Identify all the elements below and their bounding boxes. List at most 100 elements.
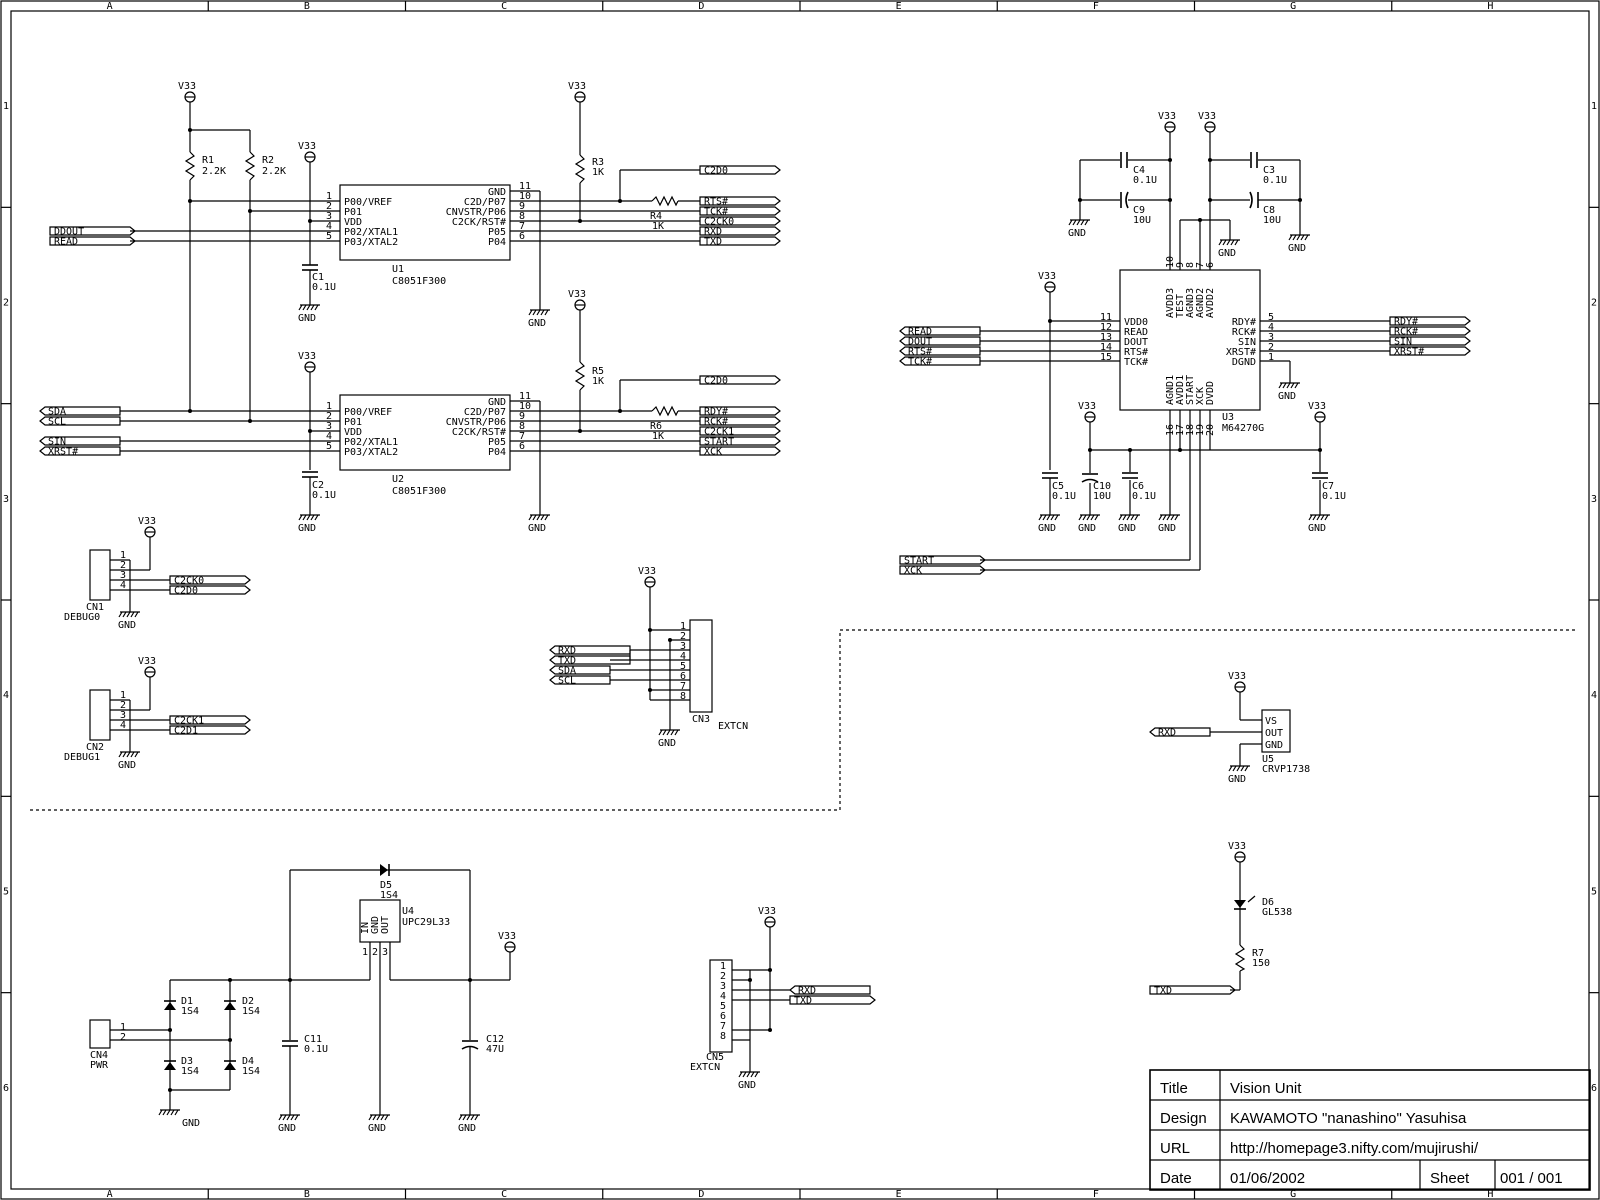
v33-symbol: V33: [1228, 841, 1246, 870]
net-flag: READ: [899, 326, 981, 338]
svg-text:9: 9: [519, 201, 525, 212]
row-label: 5: [1591, 887, 1597, 898]
row-label: 4: [1591, 690, 1597, 701]
c9-val: 10U: [1133, 215, 1151, 226]
row-label: 6: [1591, 1083, 1597, 1094]
net-flag: XRST#: [39, 446, 121, 458]
svg-text:2: 2: [680, 631, 686, 642]
svg-text:P00/VREF: P00/VREF: [344, 407, 392, 418]
col-label: E: [896, 1, 902, 12]
gnd-symbol: GND: [1308, 514, 1330, 534]
svg-text:13: 13: [1100, 332, 1112, 343]
svg-text:RTS#: RTS#: [704, 197, 728, 208]
v33-symbol: V33: [1038, 271, 1056, 300]
svg-text:AVDD3: AVDD3: [1165, 288, 1176, 318]
svg-text:AGND3: AGND3: [1185, 288, 1196, 318]
svg-text:RCK#: RCK#: [704, 417, 728, 428]
svg-text:12: 12: [1100, 322, 1112, 333]
net-flag: C2CK1: [699, 426, 781, 438]
col-label: B: [304, 1, 310, 12]
net-flag: SCL: [39, 416, 121, 428]
r7-val: 150: [1252, 958, 1270, 969]
svg-text:AGND1: AGND1: [1165, 375, 1176, 405]
svg-text:V33: V33: [1228, 671, 1246, 682]
svg-text:V33: V33: [568, 81, 586, 92]
col-label: H: [1487, 1, 1493, 12]
svg-text:V33: V33: [138, 656, 156, 667]
svg-text:4: 4: [326, 431, 332, 442]
v33-symbol: V33: [568, 81, 586, 110]
svg-text:2: 2: [120, 700, 126, 711]
svg-text:6: 6: [720, 1011, 726, 1022]
svg-text:RXD: RXD: [558, 646, 576, 657]
svg-text:GND: GND: [1278, 391, 1296, 402]
svg-text:GND: GND: [368, 1123, 386, 1134]
svg-text:GND: GND: [298, 523, 316, 534]
d2-ref: D2: [242, 996, 254, 1007]
svg-text:5: 5: [326, 441, 332, 452]
u5-part: CRVP1738: [1262, 764, 1310, 775]
net-flag: RCK#: [699, 416, 781, 428]
svg-text:P01: P01: [344, 207, 362, 218]
c1-val: 0.1U: [312, 282, 336, 293]
cn1-block: 1 2 3 4 CN1 DEBUG0: [64, 545, 170, 623]
r2-val: 2.2K: [262, 166, 286, 177]
svg-text:READ: READ: [54, 237, 78, 248]
c7-ref: C7: [1322, 481, 1334, 492]
net-flag: RDY#: [1389, 316, 1471, 328]
gnd-symbol: GND: [1218, 239, 1240, 259]
svg-text:C2CK0: C2CK0: [704, 217, 734, 228]
col-label: B: [304, 1189, 310, 1200]
svg-text:RTS#: RTS#: [1124, 347, 1148, 358]
svg-text:11: 11: [519, 391, 531, 402]
row-label: 4: [3, 690, 9, 701]
col-label: F: [1093, 1189, 1099, 1200]
v33-symbol: V33: [1308, 401, 1326, 430]
svg-text:8: 8: [720, 1031, 726, 1042]
net-flag: SDA: [549, 665, 611, 677]
gnd-label: GND: [182, 1118, 200, 1129]
svg-text:RCK#: RCK#: [1232, 327, 1256, 338]
v33-symbol: V33: [498, 931, 516, 960]
svg-text:GND: GND: [488, 187, 506, 198]
svg-text:GND: GND: [1265, 740, 1283, 751]
svg-text:READ: READ: [908, 327, 932, 338]
row-label: 2: [3, 298, 9, 309]
svg-text:5: 5: [326, 231, 332, 242]
u1-c2-network: R3 1K R4 1K: [574, 110, 700, 232]
svg-text:3: 3: [720, 981, 726, 992]
svg-text:CNVSTR/P06: CNVSTR/P06: [446, 207, 506, 218]
svg-text:TCK#: TCK#: [704, 207, 728, 218]
svg-text:C2D0: C2D0: [174, 586, 198, 597]
svg-text:IN: IN: [360, 922, 371, 934]
svg-text:GND: GND: [528, 523, 546, 534]
col-label: A: [107, 1189, 113, 1200]
svg-text:15: 15: [1100, 352, 1112, 363]
u5-block: VS OUT GND U5 CRVP1738: [1210, 700, 1310, 775]
svg-text:V33: V33: [758, 906, 776, 917]
row-label: 1: [1591, 101, 1597, 112]
net-flag: RXD: [699, 226, 781, 238]
u1-u2-decoupling: C1 0.1U C2 0.1U: [302, 264, 336, 515]
c8-val: 10U: [1263, 215, 1281, 226]
cn4-name: PWR: [90, 1060, 109, 1071]
cn2-ref: CN2: [86, 742, 104, 753]
svg-text:3: 3: [326, 211, 332, 222]
r4-ref: R4: [650, 211, 662, 222]
net-flag: XRST#: [1389, 346, 1471, 358]
row-label: 1: [3, 101, 9, 112]
d5-val: 1S4: [380, 890, 398, 901]
col-label: C: [501, 1, 507, 12]
url-value: http://homepage3.nifty.com/mujirushi/: [1230, 1140, 1479, 1157]
r2-ref: R2: [262, 155, 274, 166]
svg-text:SIN: SIN: [1394, 337, 1412, 348]
svg-text:V33: V33: [1038, 271, 1056, 282]
gnd-symbol: GND: [1228, 765, 1250, 785]
gnd-symbol: GND: [1118, 514, 1140, 534]
svg-text:1: 1: [326, 191, 332, 202]
svg-text:RDY#: RDY#: [1394, 317, 1418, 328]
svg-text:GND: GND: [278, 1123, 296, 1134]
svg-text:C2D/P07: C2D/P07: [464, 197, 506, 208]
svg-text:8: 8: [680, 691, 686, 702]
net-flag: TXD: [549, 655, 631, 667]
